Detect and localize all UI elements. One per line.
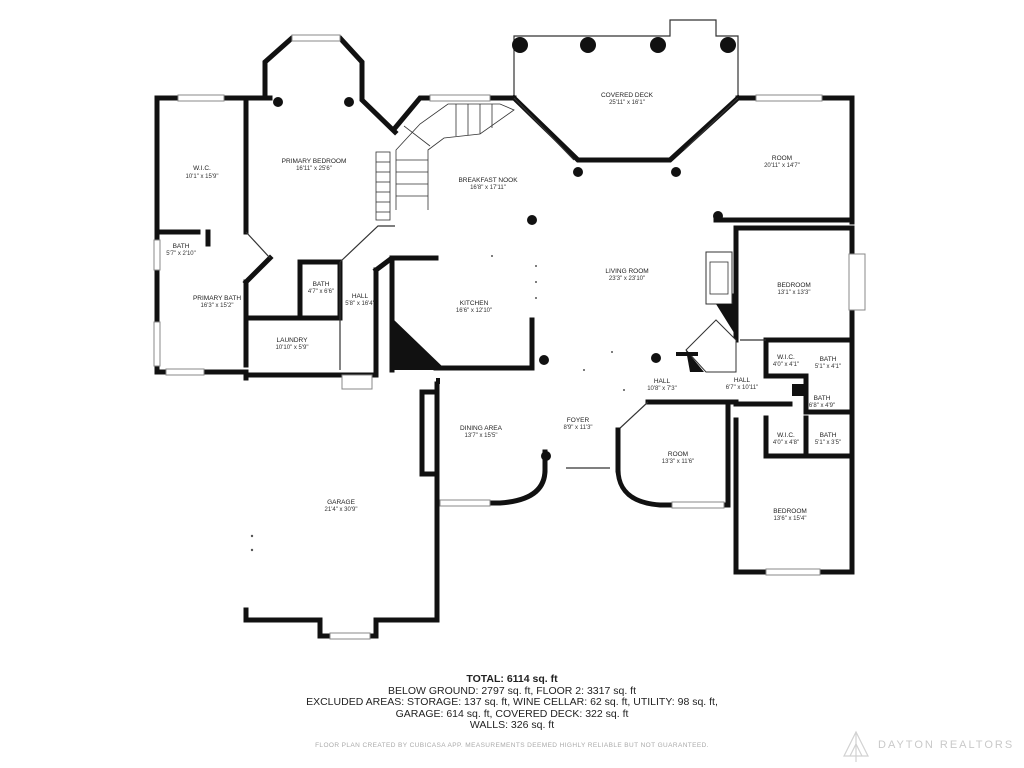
- watermark-logo-icon: [843, 730, 869, 762]
- room-dims: 6'7" x 10'11": [726, 385, 758, 391]
- summary-line: EXCLUDED AREAS: STORAGE: 137 sq. ft, WIN…: [306, 696, 718, 708]
- room-name: W.I.C.: [777, 354, 795, 361]
- room-name: BEDROOM: [773, 508, 807, 515]
- room-dims: 13'7" x 15'5": [465, 433, 498, 439]
- room-name: LAUNDRY: [277, 337, 309, 344]
- room-name: HALL: [352, 293, 369, 300]
- room-name: BATH: [820, 356, 837, 363]
- room-dims: 16'6" x 12'10": [456, 308, 492, 314]
- room-dims: 16'8" x 17'11": [470, 185, 506, 191]
- room-dims: 4'7" x 6'6": [308, 289, 334, 295]
- room-dims: 16'3" x 15'2": [201, 303, 234, 309]
- columns: [273, 37, 736, 461]
- room-name: W.I.C.: [193, 165, 211, 172]
- marks: [250, 255, 804, 552]
- room-dims: 10'10" x 5'9": [276, 345, 309, 351]
- area-summary: TOTAL: 6114 sq. ft BELOW GROUND: 2797 sq…: [0, 673, 1024, 732]
- room-dims: 10'8" x 7'3": [647, 386, 677, 392]
- room-name: GARAGE: [327, 499, 355, 506]
- room-name: W.I.C.: [777, 432, 795, 439]
- deck-walls: [510, 94, 742, 163]
- disclaimer: FLOOR PLAN CREATED BY CUBICASA APP. MEAS…: [315, 742, 709, 749]
- stairs: [375, 103, 515, 221]
- room-dims: 5'1" x 4'1": [815, 364, 841, 370]
- room-dims: 8'9" x 11'3": [563, 425, 592, 431]
- room-dims: 4'0" x 4'1": [773, 362, 799, 368]
- room-dims: 13'3" x 11'6": [662, 459, 694, 465]
- curved-bays: [434, 427, 671, 508]
- room-dims: 20'11" x 14'7": [764, 163, 800, 169]
- room-dims: 25'11" x 16'1": [609, 100, 645, 106]
- room-dims: 5'8" x 16'4": [345, 301, 375, 307]
- room-dims: 6'8" x 4'9": [809, 403, 835, 409]
- total-area: TOTAL: 6114 sq. ft: [466, 673, 558, 685]
- room-dims: 16'11" x 25'6": [296, 166, 332, 172]
- room-dims: 4'0" x 4'8": [773, 440, 799, 446]
- room-name: DINING AREA: [460, 425, 503, 432]
- room-name: ROOM: [668, 451, 688, 458]
- thin-lines: [245, 97, 766, 469]
- room-dims: 13'1" x 13'3": [778, 290, 811, 296]
- room-name: BATH: [173, 243, 190, 250]
- room-dims: 13'6" x 15'4": [774, 516, 807, 522]
- room-dims: 23'3" x 23'10": [609, 276, 645, 282]
- room-name: HALL: [654, 378, 671, 385]
- room-dims: 5'7" x 2'10": [166, 251, 196, 257]
- interior-walls: [154, 95, 855, 459]
- room-name: PRIMARY BATH: [193, 295, 241, 302]
- summary-line: BELOW GROUND: 2797 sq. ft, FLOOR 2: 3317…: [387, 684, 636, 697]
- kitchen-counter: [392, 318, 446, 370]
- room-name: LIVING ROOM: [605, 268, 648, 275]
- room-name: BREAKFAST NOOK: [458, 177, 518, 184]
- realtor-watermark: DAYTON REALTORS: [843, 730, 1014, 762]
- watermark-text: DAYTON REALTORS: [878, 739, 1014, 751]
- windows: [153, 34, 866, 640]
- room-name: FOYER: [567, 417, 590, 424]
- room-name: HALL: [734, 377, 751, 384]
- room-name: BATH: [313, 281, 330, 288]
- room-name: KITCHEN: [460, 300, 489, 307]
- room-name: PRIMARY BEDROOM: [282, 158, 347, 165]
- exterior-walls: [154, 19, 855, 639]
- summary-line: GARAGE: 614 sq. ft, COVERED DECK: 322 sq…: [395, 707, 629, 720]
- room-name: BATH: [814, 395, 831, 402]
- summary-line: WALLS: 326 sq. ft: [469, 719, 555, 731]
- room-labels: COVERED DECK 25'11" x 16'1" W.I.C. 10'1"…: [166, 92, 841, 522]
- room-dims: 21'4" x 30'9": [325, 507, 358, 513]
- room-dims: 10'1" x 15'9": [186, 174, 219, 180]
- room-dims: 5'1" x 3'5": [815, 440, 841, 446]
- room-name: BATH: [820, 432, 837, 439]
- fireplace-east: [685, 251, 737, 373]
- room-name: BEDROOM: [777, 282, 811, 289]
- room-name: ROOM: [772, 155, 792, 162]
- room-name: COVERED DECK: [601, 92, 654, 99]
